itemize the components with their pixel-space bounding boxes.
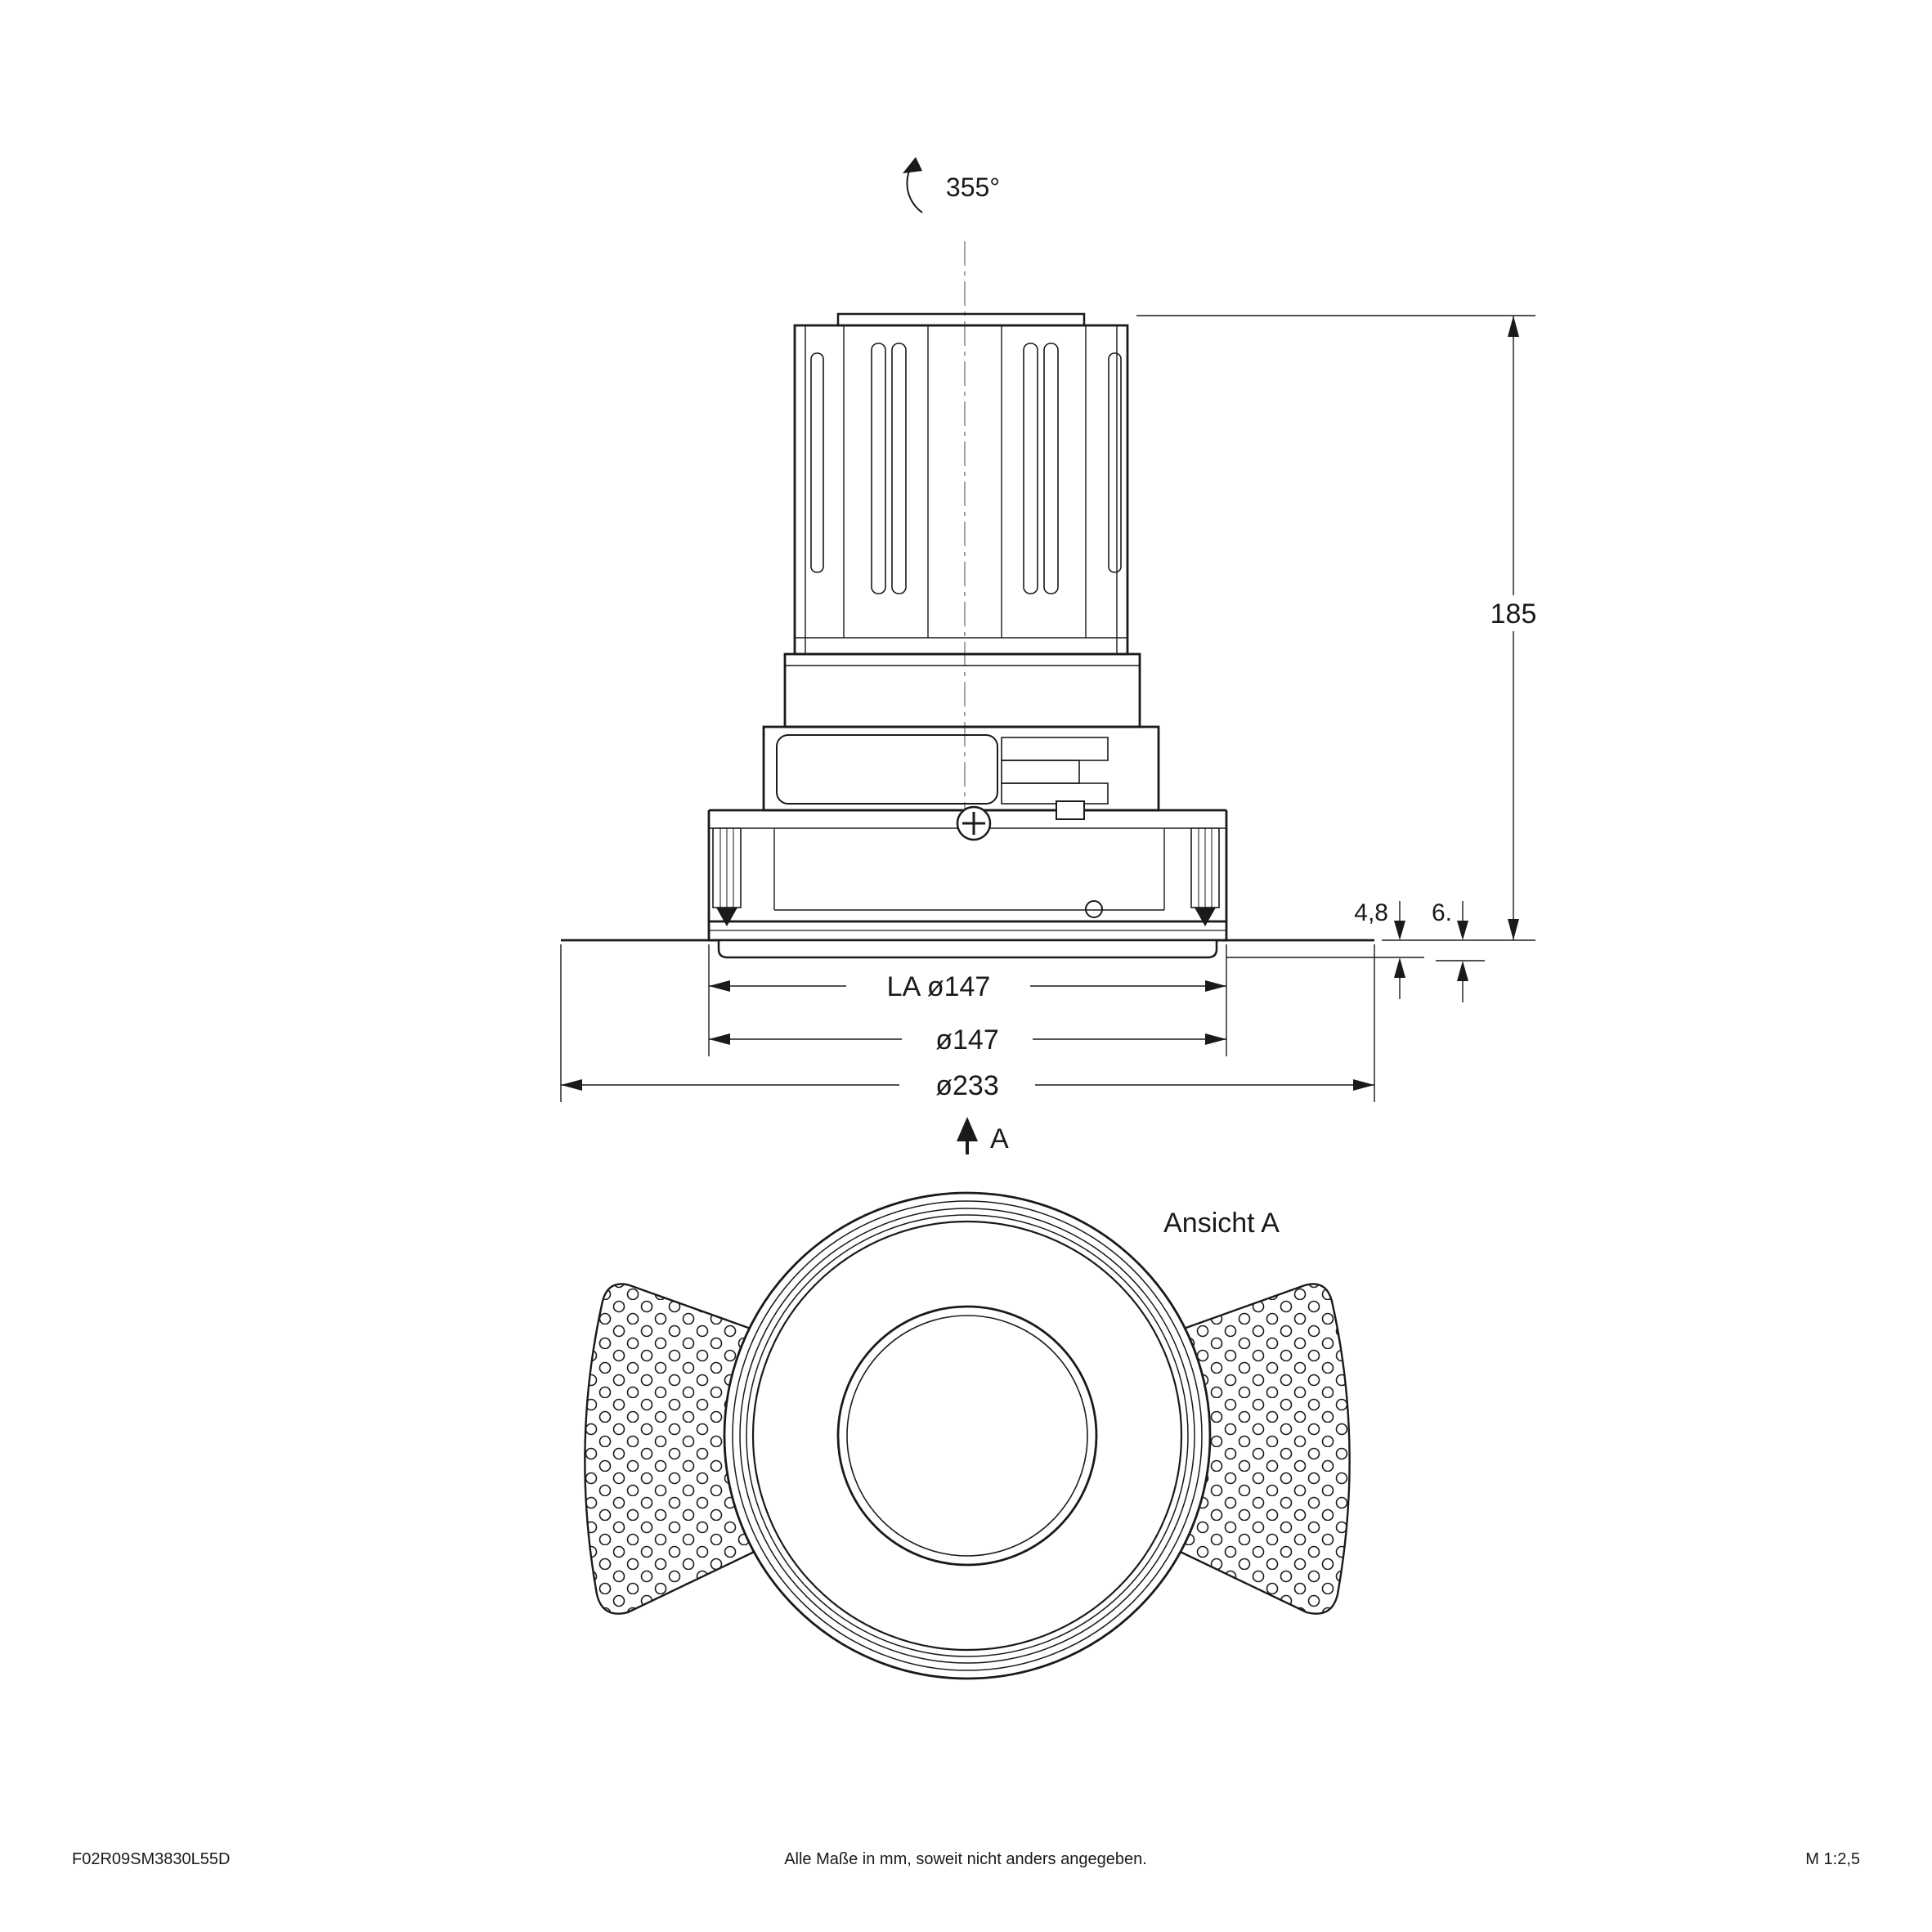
- fin-slot: [1023, 343, 1038, 594]
- driver-housing: [783, 652, 1141, 728]
- mounting-frame: [707, 800, 1228, 942]
- recess-small-dimension: [1226, 901, 1424, 999]
- fin-slot: [810, 352, 824, 573]
- spring-clip-left: [712, 827, 742, 926]
- view-title: Ansicht A: [1163, 1208, 1280, 1239]
- rotation-label: 355°: [946, 173, 1000, 202]
- view-direction-arrow-icon: [957, 1117, 978, 1154]
- frame-hole: [1085, 900, 1103, 918]
- cutout-dimension-label: LA ø147: [887, 971, 991, 1002]
- trim-diameter-label: ø147: [935, 1024, 999, 1056]
- title-block: F02R09SM3830L55D Alle Maße in mm, soweit…: [72, 1850, 1860, 1868]
- scale-label: M 1:2,5: [1805, 1850, 1860, 1868]
- trim-outer-circle: [723, 1191, 1212, 1680]
- fin-slot: [1108, 352, 1122, 573]
- outer-diameter-dimension: [561, 1069, 1374, 1103]
- outer-diameter-label: ø233: [935, 1070, 999, 1101]
- trim-ring: [717, 939, 1218, 959]
- fin-slot: [1043, 343, 1059, 594]
- gear-box: [762, 725, 1160, 812]
- lens-circle: [846, 1315, 1088, 1557]
- fin-slot: [871, 343, 886, 594]
- rotation-arc-icon: [903, 157, 923, 213]
- cutout-dimension: [709, 970, 1226, 1004]
- spring-clip-right: [1190, 827, 1220, 926]
- recess-total-dimension: [1436, 901, 1485, 1002]
- recess-total-label: 6.: [1432, 899, 1452, 926]
- fin-slot: [891, 343, 907, 594]
- front-view: [584, 1191, 1351, 1680]
- height-dimension: [1136, 315, 1552, 941]
- view-arrow-label: A: [990, 1123, 1009, 1154]
- article-number: F02R09SM3830L55D: [72, 1850, 230, 1868]
- dimension-note: Alle Maße in mm, soweit nicht anders ang…: [784, 1850, 1147, 1868]
- screw-icon: [956, 805, 992, 841]
- recess-small-label: 4,8: [1354, 899, 1388, 926]
- side-view: [561, 157, 1374, 959]
- trim-diameter-dimension: [709, 1023, 1226, 1057]
- aperture-circle: [836, 1305, 1098, 1567]
- retainer-clip: [1056, 800, 1085, 820]
- dimensions: [560, 315, 1552, 1154]
- heatsink: [793, 312, 1129, 656]
- height-dimension-label: 185: [1490, 598, 1537, 630]
